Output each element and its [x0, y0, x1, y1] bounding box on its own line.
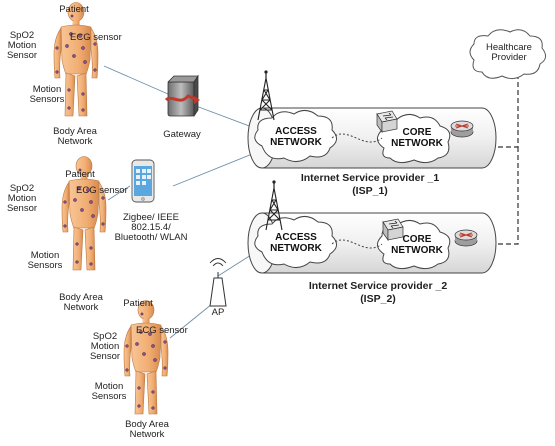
- isp1-provider-label: Internet Service provider _1: [300, 172, 440, 184]
- patient-1-label: Patient: [59, 4, 89, 15]
- gateway-label: Gateway: [163, 129, 201, 140]
- connection-lines: [103, 65, 263, 339]
- patient-2-motion-label: Motion Sensors: [27, 250, 63, 271]
- gateway-icon: [164, 74, 200, 118]
- patient-2-ecg-label: ECG sensor: [76, 185, 128, 196]
- healthcare-provider-cloud: [469, 29, 546, 80]
- patient-1-ban-label: Body Area Network: [53, 126, 97, 147]
- isp2-access-network-label: ACCESS NETWORK: [270, 232, 322, 254]
- router-icon-1: [450, 120, 474, 138]
- patient-2-ban-label: Body Area Network: [59, 292, 103, 313]
- patient-figure-3: [123, 300, 169, 415]
- cloud-link-1: [331, 133, 383, 143]
- patient-2-spo2-label: SpO2 Motion Sensor: [6, 183, 38, 214]
- isp1-access-network-label: ACCESS NETWORK: [270, 126, 322, 148]
- patient-3-motion-label: Motion Sensors: [91, 381, 127, 402]
- patient-1-motion-label: Motion Sensors: [29, 84, 65, 105]
- router-icon-2: [454, 229, 478, 247]
- access-point-icon: [209, 258, 227, 307]
- isp1-core-network-label: CORE NETWORK: [391, 127, 443, 149]
- smartphone-icon: [131, 159, 155, 203]
- patient-3-ban-label: Body Area Network: [125, 419, 169, 440]
- isp2-core-network-label: CORE NETWORK: [391, 234, 443, 256]
- link-patient2-phone: [107, 185, 131, 201]
- patient-2-label: Patient: [65, 169, 95, 180]
- cloud-link-2: [331, 239, 383, 249]
- patient-3-spo2-label: SpO2 Motion Sensor: [89, 331, 121, 362]
- patient-1-ecg-label: ECG sensor: [70, 32, 122, 43]
- link-phone-isp1: [172, 149, 263, 187]
- patient-1-spo2-label: SpO2 Motion Sensor: [6, 30, 38, 61]
- isp1-provider-id: (ISP_1): [352, 185, 388, 197]
- isp2-provider-label: Internet Service provider _2: [308, 280, 448, 292]
- cloud-access-2: [254, 216, 337, 268]
- patient-3-label: Patient: [123, 298, 153, 309]
- cloud-access-1: [254, 110, 337, 162]
- wireless-protocols-label: Zigbee/ IEEE 802.15.4/ Bluetooth/ WLAN: [114, 212, 188, 243]
- link-patient3-ap: [169, 303, 213, 339]
- link-patient1-gateway: [103, 65, 169, 95]
- patient-3-ecg-label: ECG sensor: [136, 325, 188, 336]
- ap-label: AP: [211, 307, 225, 318]
- healthcare-links: [494, 74, 519, 245]
- healthcare-provider-label: Healthcare Provider: [486, 42, 532, 63]
- isp2-provider-id: (ISP_2): [360, 293, 396, 305]
